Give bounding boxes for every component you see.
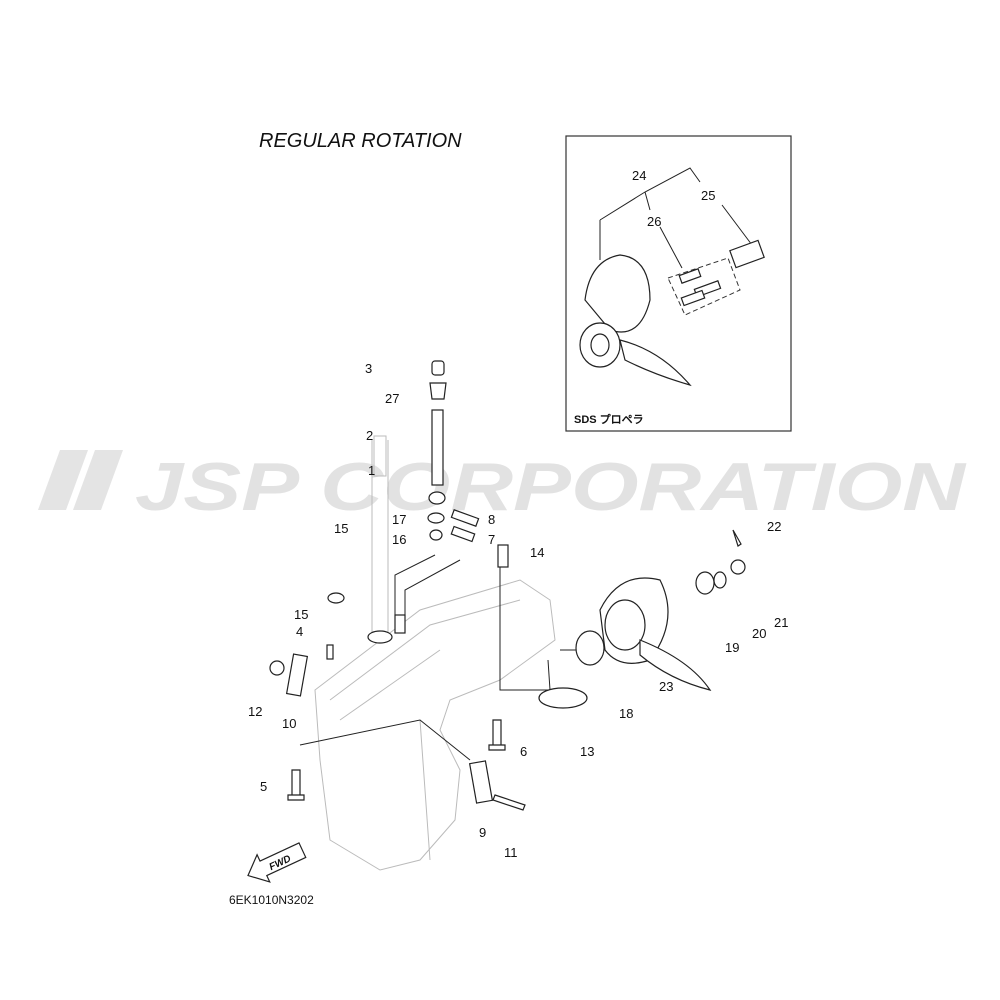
callout-4: 4: [296, 624, 303, 639]
callout-8: 8: [488, 512, 495, 527]
part-27: [429, 382, 447, 400]
callout-21: 21: [774, 615, 788, 630]
diagram-code: 6EK1010N3202: [229, 893, 314, 907]
callout-15: 15: [334, 521, 348, 536]
callout-9: 9: [479, 825, 486, 840]
callout-18: 18: [619, 706, 633, 721]
callout-12: 12: [248, 704, 262, 719]
callout-17: 17: [392, 512, 406, 527]
diagram-title: REGULAR ROTATION: [259, 130, 462, 152]
callout-14: 14: [530, 545, 544, 560]
callout-24: 24: [632, 168, 646, 183]
callout-1: 1: [368, 463, 375, 478]
callout-6: 6: [520, 744, 527, 759]
svg-text:JSP CORPORATION: JSP CORPORATION: [135, 449, 967, 525]
part-2: [431, 409, 444, 486]
callouts: 3 27 2 1 17 16 8 7 14 15 15 4 12 10 5 6 …: [248, 361, 788, 860]
fwd-arrow: FWD: [247, 842, 307, 883]
callout-11: 11: [504, 845, 518, 860]
callout-2: 2: [366, 428, 373, 443]
callout-10: 10: [282, 716, 296, 731]
callout-5: 5: [260, 779, 267, 794]
callout-20: 20: [752, 626, 766, 641]
part-3: [431, 360, 445, 376]
callout-22: 22: [767, 519, 781, 534]
watermark: JSP CORPORATION: [38, 449, 967, 525]
callout-3: 3: [365, 361, 372, 376]
callout-15: 15: [294, 607, 308, 622]
callout-16: 16: [392, 532, 406, 547]
callout-7: 7: [488, 532, 495, 547]
callout-25: 25: [701, 188, 715, 203]
inset-caption: SDS プロペラ: [574, 412, 644, 426]
callout-13: 13: [580, 744, 594, 759]
sds-propeller-inset: 24 25 26 SDS プロペラ: [565, 135, 792, 432]
callout-19: 19: [725, 640, 739, 655]
callout-26: 26: [647, 214, 661, 229]
callout-27: 27: [385, 391, 399, 406]
callout-23: 23: [659, 679, 673, 694]
